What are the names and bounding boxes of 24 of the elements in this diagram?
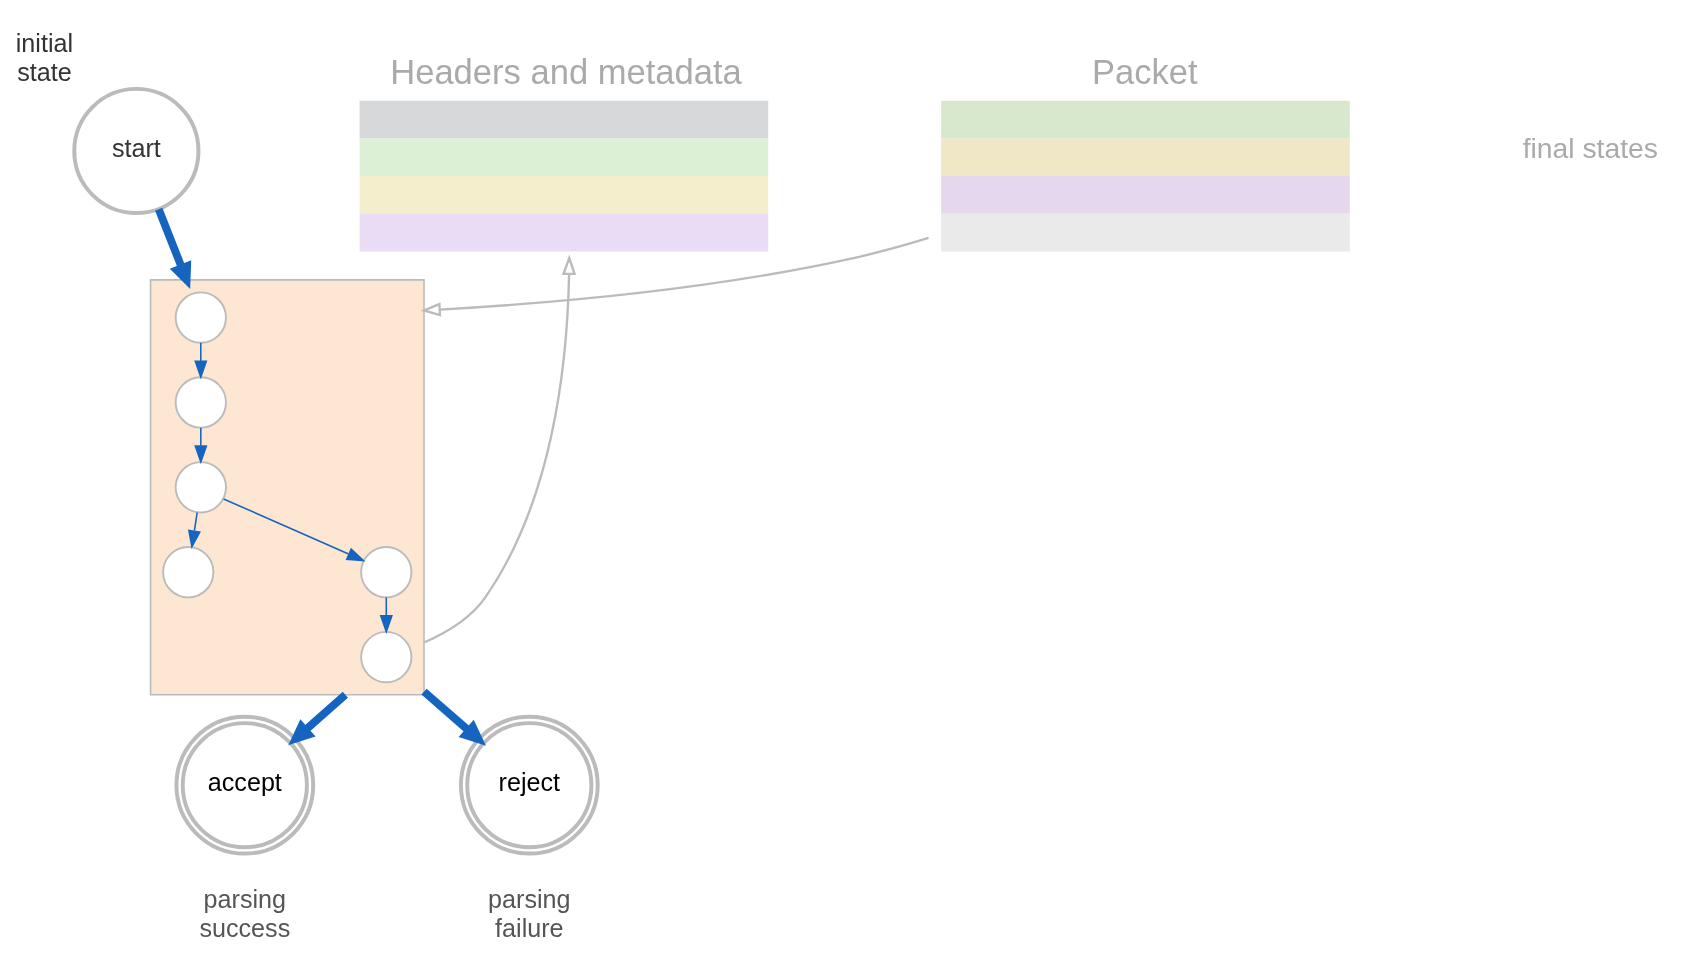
node-label: initial state xyxy=(15,28,74,86)
arrow xyxy=(194,341,208,379)
arrow xyxy=(420,236,929,317)
node-label: parsing success xyxy=(199,884,291,942)
arrow xyxy=(421,688,486,746)
node-label: parsing failure xyxy=(488,884,571,942)
node-circle xyxy=(162,545,215,598)
arrow xyxy=(194,426,208,464)
label: final states xyxy=(1522,131,1658,164)
node-label: Packet xyxy=(1092,52,1198,91)
node-circle xyxy=(174,460,227,513)
node-circle xyxy=(360,630,413,683)
arrow xyxy=(379,596,393,634)
node-circle xyxy=(174,375,227,429)
arrow xyxy=(288,691,348,745)
node-label: Headers and metadata xyxy=(390,52,742,91)
node-circle: start xyxy=(72,86,201,215)
arrow xyxy=(155,207,192,289)
cluster xyxy=(149,278,425,696)
node-circle xyxy=(174,290,227,344)
arrow xyxy=(187,511,201,549)
arrow xyxy=(222,497,366,561)
node-circle xyxy=(360,545,413,598)
arrow xyxy=(423,254,577,644)
